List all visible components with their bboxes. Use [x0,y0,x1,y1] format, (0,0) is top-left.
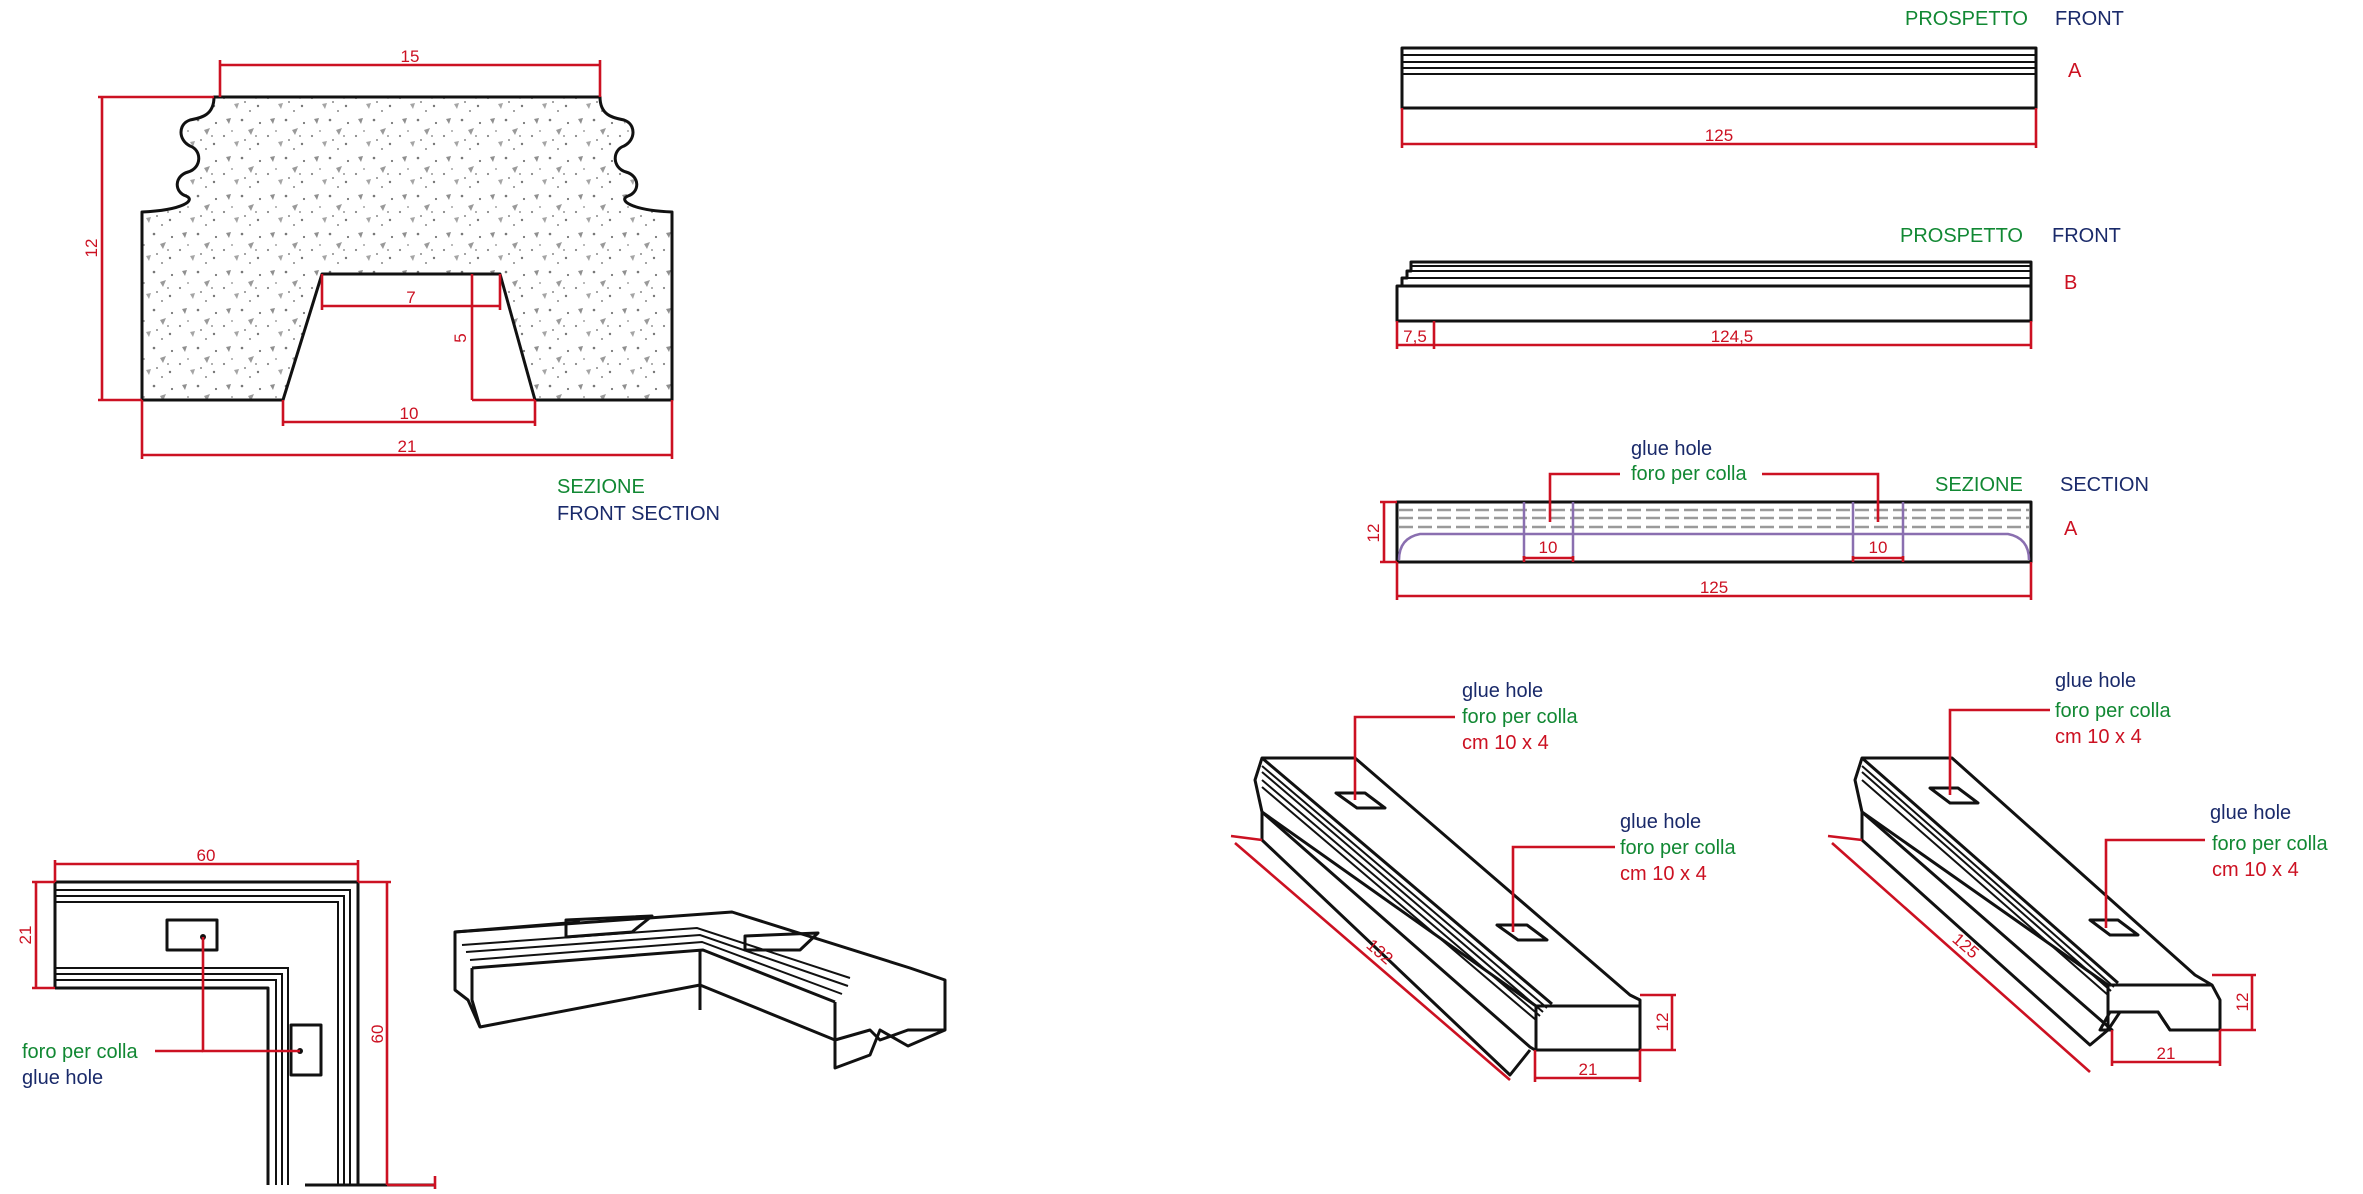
iso-right-hole2-it: foro per colla [2212,833,2328,855]
front-b-dim-length: 124,5 [1711,327,1754,346]
section-a-dim-hole-right: 10 [1869,538,1888,557]
iso-right-hole2-en: glue hole [2210,802,2291,824]
isometric-right-drawing: glue hole foro per colla cm 10 x 4 glue … [1827,670,2328,1073]
section-a-hole-en: glue hole [1631,438,1712,460]
section-dim-inner-bottom: 10 [400,404,419,423]
iso-right-hole2-size: cm 10 x 4 [2212,859,2299,881]
corner-glue-hole-1 [165,918,219,952]
corner-hole-it: foro per colla [22,1041,138,1063]
section-dim-top: 15 [401,47,420,66]
section-title-it: SEZIONE [557,476,645,498]
front-b-label-it: PROSPETTO [1900,225,2023,247]
section-a-tag: A [2064,518,2078,540]
section-a-label-it: SEZIONE [1935,474,2023,496]
section-a-label-en: SECTION [2060,474,2149,496]
isometric-left-drawing: glue hole foro per colla cm 10 x 4 glue … [1230,680,1736,1082]
iso-right-hole1-en: glue hole [2055,670,2136,692]
front-a-tag: A [2068,60,2082,82]
iso-left-dim-width: 21 [1579,1060,1598,1079]
corner-isometric-drawing [453,910,947,1070]
front-a-label-it: PROSPETTO [1905,8,2028,30]
section-dim-inner-height: 5 [451,333,470,342]
corner-dim-side: 60 [368,1025,387,1044]
front-a-label-en: FRONT [2055,8,2124,30]
iso-left-hole2-size: cm 10 x 4 [1620,863,1707,885]
section-a-dim-hole-left: 10 [1539,538,1558,557]
front-section-drawing: 15 12 7 5 10 21 SEZIONE FRONT SECTION [82,47,720,525]
iso-left-hole2-en: glue hole [1620,811,1701,833]
corner-dim-depth: 21 [16,926,35,945]
iso-left-hole1-en: glue hole [1462,680,1543,702]
section-title-en: FRONT SECTION [557,503,720,525]
front-a-drawing: 125 PROSPETTO FRONT A [1400,8,2124,148]
section-a-drawing: glue hole foro per colla 12 10 10 125 SE… [1364,438,2149,600]
iso-right-hole1-size: cm 10 x 4 [2055,726,2142,748]
section-dim-inner-top: 7 [406,288,415,307]
iso-left-hole1-size: cm 10 x 4 [1462,732,1549,754]
iso-right-dim-height: 12 [2233,993,2252,1012]
front-b-tag: B [2064,272,2077,294]
corner-plan-drawing: foro per colla glue hole 60 21 60 [16,846,437,1190]
section-dim-bottom: 21 [398,437,417,456]
iso-left-hole2-it: foro per colla [1620,837,1736,859]
corner-dim-width: 60 [197,846,216,865]
iso-left-hole1-it: foro per colla [1462,706,1578,728]
section-a-dim-height: 12 [1364,524,1383,543]
iso-right-dim-width: 21 [2157,1044,2176,1063]
iso-right-hole1-it: foro per colla [2055,700,2171,722]
section-profile [140,95,674,402]
iso-left-dim-height: 12 [1653,1013,1672,1032]
section-a-hole-it: foro per colla [1631,463,1747,485]
corner-hole-en: glue hole [22,1067,103,1089]
front-b-dim-left: 7,5 [1403,327,1427,346]
section-a-dim-length: 125 [1700,578,1728,597]
front-a-dim-length: 125 [1705,126,1733,145]
front-b-drawing: 7,5 124,5 PROSPETTO FRONT B [1395,225,2121,349]
iso-right-dim-length: 125 [1949,929,1983,962]
section-dim-height: 12 [82,239,101,258]
front-b-label-en: FRONT [2052,225,2121,247]
